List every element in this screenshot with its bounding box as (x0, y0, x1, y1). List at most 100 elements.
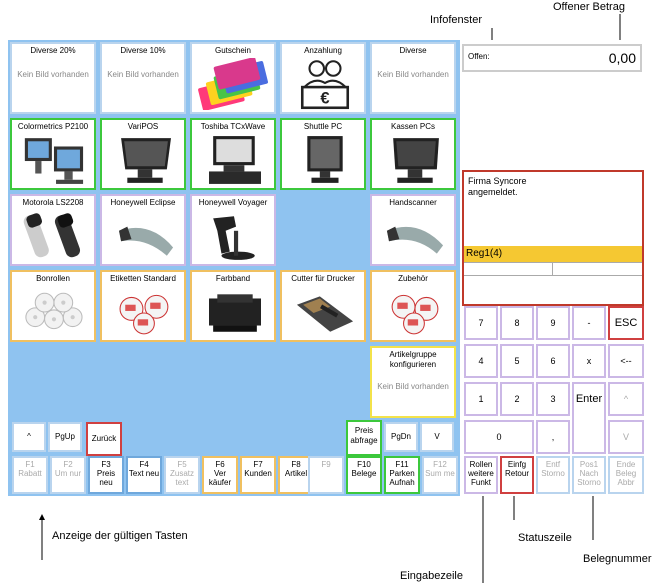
tile-farbband[interactable]: Farbband (190, 270, 276, 342)
numpad-8[interactable]: 8 (500, 306, 534, 340)
fkey-number: F3 (101, 460, 111, 469)
all-in-one-pc-icon (307, 136, 343, 183)
fkey-number: F7 (253, 460, 263, 469)
handheld-scanner-icon (119, 226, 174, 256)
tile-label: Colormetrics P2100 (17, 122, 89, 131)
tile-label: Farbband (215, 274, 251, 283)
tile-motorola[interactable]: Motorola LS2208 (10, 194, 96, 266)
fkey-number: F8 (291, 460, 301, 469)
tile-gutschein[interactable]: Gutschein (190, 42, 276, 114)
numpad-comma[interactable]: , (536, 420, 570, 454)
handheld-scanner-icon (386, 226, 444, 254)
numpad-9[interactable]: 9 (536, 306, 570, 340)
tile-label: Bonrollen (36, 274, 70, 283)
tile-anzahlung[interactable]: Anzahlung € (280, 42, 366, 114)
open-amount-label: Offen: (468, 52, 490, 61)
info-window: Firma Syncore angemeldet. Reg1(4) (462, 170, 644, 306)
status-text: Reg1(4) (466, 248, 503, 259)
cursor-down-button[interactable]: V (608, 420, 644, 454)
touch-monitor-icon (121, 138, 171, 183)
numpad-minus[interactable]: - (572, 306, 606, 340)
fkey-label: Preis neu (96, 469, 116, 487)
pos-screen: Diverse 20% Kein Bild vorhanden Diverse … (8, 40, 646, 496)
annotation-offener-betrag: Offener Betrag (553, 1, 625, 13)
annotation-anzeige: Anzeige der gültigen Tasten (52, 530, 188, 542)
tile-varipos[interactable]: VariPOS (100, 118, 186, 190)
label-rolls-icon (391, 294, 439, 335)
tile-honeywell-voyager[interactable]: Honeywell Voyager (190, 194, 276, 266)
pos1-nach-storno-key[interactable]: Pos1 Nach Storno (572, 456, 606, 494)
scroll-up-button[interactable]: ^ (12, 422, 46, 452)
tile-diverse-20[interactable]: Diverse 20% Kein Bild vorhanden (10, 42, 96, 114)
entf-storno-key[interactable]: Entf Storno (536, 456, 570, 494)
numpad-4[interactable]: 4 (464, 344, 498, 378)
tile-kassen-pcs[interactable]: Kassen PCs (370, 118, 456, 190)
annotation-belegnummer: Belegnummer (583, 553, 652, 565)
deposit-icon: € (300, 60, 350, 110)
pgdn-button[interactable]: PgDn (384, 422, 418, 452)
tile-label: Shuttle PC (303, 122, 343, 131)
backspace-button[interactable]: <-- (608, 344, 644, 378)
tile-etiketten[interactable]: Etiketten Standard (100, 270, 186, 342)
tile-zubehoer[interactable]: Zubehör (370, 270, 456, 342)
beleg-number-field (464, 262, 642, 277)
tile-colormetrics[interactable]: Colormetrics P2100 (10, 118, 96, 190)
input-line[interactable] (464, 276, 642, 304)
numpad-7[interactable]: 7 (464, 306, 498, 340)
fkey-label: Zusatz text (169, 469, 194, 487)
fkey-number: F4 (139, 460, 149, 469)
tile-label: Kassen PCs (390, 122, 436, 131)
scroll-down-button[interactable]: V (420, 422, 454, 452)
ende-beleg-abbr-key[interactable]: Ende Beleg Abbr (608, 456, 644, 494)
tile-toshiba[interactable]: Toshiba TCxWave (190, 118, 276, 190)
fkey-number: F10 (357, 460, 371, 469)
fkey-label: Text neu (128, 469, 160, 478)
preis-abfrage-label: Preis abfrage (350, 426, 378, 445)
tile-diverse[interactable]: Diverse Kein Bild vorhanden (370, 42, 456, 114)
tile-label: Gutschein (214, 46, 252, 55)
preis-abfrage-button[interactable]: Preis abfrage (346, 420, 382, 456)
cursor-up-button[interactable]: ^ (608, 382, 644, 416)
numpad-5[interactable]: 5 (500, 344, 534, 378)
label-rolls-icon (119, 294, 169, 335)
tile-cutter[interactable]: Cutter für Drucker (280, 270, 366, 342)
numpad-multiply[interactable]: x (572, 344, 606, 378)
zurueck-button[interactable]: Zurück (86, 422, 122, 456)
numpad-2[interactable]: 2 (500, 382, 534, 416)
einfg-retour-key[interactable]: Einfg Retour (500, 456, 534, 494)
enter-button[interactable]: Enter (572, 382, 606, 454)
touch-monitor-icon (393, 138, 439, 183)
tile-shuttle-pc[interactable]: Shuttle PC (280, 118, 366, 190)
tile-label: Cutter für Drucker (291, 274, 355, 283)
f9-key[interactable]: F9 (308, 456, 344, 494)
tile-label: Honeywell Eclipse (110, 198, 176, 207)
fkey-label: Artikel (284, 469, 308, 478)
fkey-number: F2 (63, 460, 73, 469)
numpad-0[interactable]: 0 (464, 420, 534, 454)
open-amount-box: Offen: 0,00 (462, 44, 642, 72)
open-amount-value: 0,00 (608, 50, 636, 66)
tile-bonrollen[interactable]: Bonrollen (10, 270, 96, 342)
numpad-3[interactable]: 3 (536, 382, 570, 416)
numpad-6[interactable]: 6 (536, 344, 570, 378)
rollen-weitere-funkt-key[interactable]: Rollen weitere Funkt (464, 456, 498, 494)
tile-label: VariPOS (127, 122, 159, 131)
pgup-button[interactable]: PgUp (48, 422, 82, 452)
numpad-1[interactable]: 1 (464, 382, 498, 416)
tile-diverse-10[interactable]: Diverse 10% Kein Bild vorhanden (100, 42, 186, 114)
tile-handscanner[interactable]: Handscanner (370, 194, 456, 266)
tile-honeywell-eclipse[interactable]: Honeywell Eclipse (100, 194, 186, 266)
info-message: Firma Syncore angemeldet. (468, 176, 527, 197)
esc-button[interactable]: ESC (608, 306, 644, 340)
tile-artikelgruppe-konfigurieren[interactable]: Artikelgruppe konfigurieren Kein Bild vo… (370, 346, 456, 418)
